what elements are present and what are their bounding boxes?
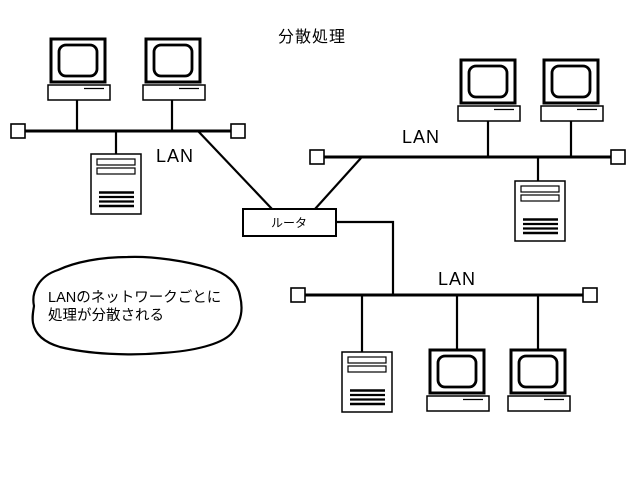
router-links — [197, 130, 395, 295]
lan-top-left: LAN — [10, 37, 246, 216]
lan-bottom: LAN — [290, 269, 598, 414]
callout: LANのネットワークごとに 処理が分散される — [31, 255, 243, 356]
callout-line-2: 処理が分散される — [48, 307, 164, 324]
callout-bubble-outline — [31, 255, 243, 356]
computer-icon — [456, 58, 522, 123]
diagram-title: 分散処理 — [278, 28, 346, 46]
link-lan2-router — [314, 157, 362, 210]
lan-label: LAN — [438, 269, 476, 289]
lan-right: LAN — [309, 58, 626, 243]
computer-icon — [46, 37, 112, 102]
bus-terminator-icon — [230, 123, 246, 139]
server-icon — [513, 179, 567, 243]
bus-terminator-icon — [10, 123, 26, 139]
link-router-lan3 — [336, 220, 395, 295]
router-label: ルータ — [271, 216, 307, 230]
computer-icon — [539, 58, 605, 123]
lan-label: LAN — [402, 127, 440, 147]
callout-line-1: LANのネットワークごとに — [48, 289, 221, 306]
router-box — [242, 208, 337, 237]
server-icon — [89, 152, 143, 216]
computer-icon — [141, 37, 207, 102]
server-icon — [340, 350, 394, 414]
bus-terminator-icon — [582, 287, 598, 303]
bus-terminator-icon — [610, 149, 626, 165]
computer-icon — [506, 348, 572, 413]
lan-label: LAN — [156, 146, 194, 166]
bus-terminator-icon — [309, 149, 325, 165]
computer-icon — [425, 348, 491, 413]
bus-terminator-icon — [290, 287, 306, 303]
router-node: ルータ — [242, 208, 337, 237]
link-lan1-router — [197, 130, 273, 210]
